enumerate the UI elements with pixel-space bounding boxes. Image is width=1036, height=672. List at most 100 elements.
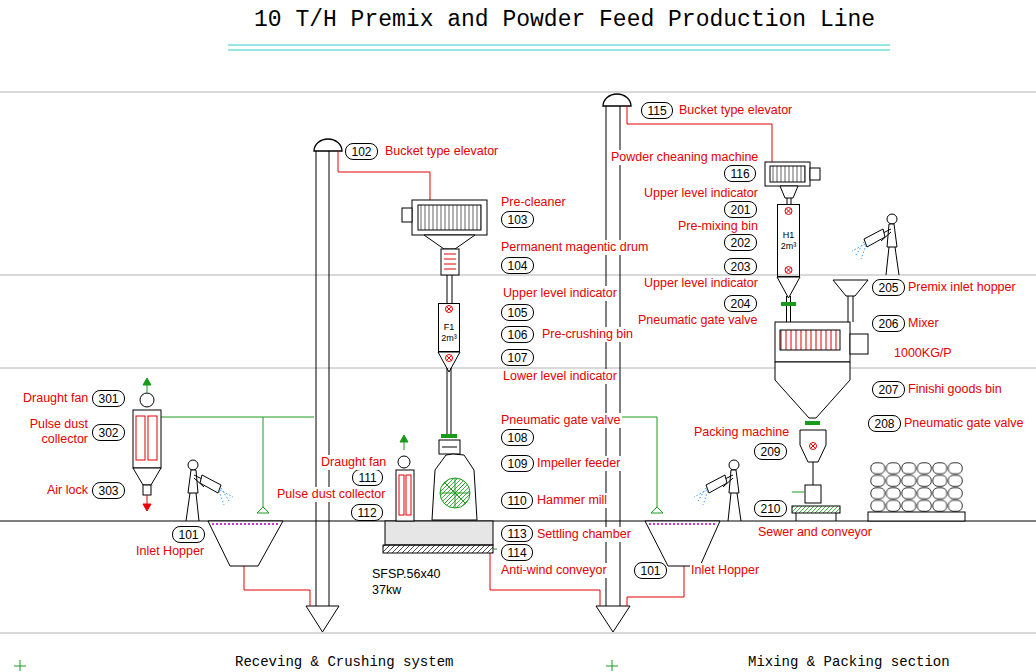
air-lock [143,504,151,511]
level-indicator [786,209,791,214]
pre-cleaner [412,200,487,235]
powder-cleaner [770,166,805,182]
level-indicator [446,355,453,362]
material-flow [244,566,310,606]
finished-goods-bin [775,362,850,418]
sewing-conveyor [792,492,840,521]
bin-label: 2m³ [781,241,797,252]
pulse-dust-collector [406,475,411,515]
callout-number-text: 113 [507,527,526,541]
inlet-hopper [645,521,720,566]
part-name: Impeller feeder [536,456,621,471]
part-name: Powder cheaning machine [610,150,759,165]
callout-number-text: 210 [760,502,780,516]
part-name: Upper level indicator [643,276,759,291]
sewing-conveyor [792,506,840,513]
callout-number-text: 206 [878,317,898,331]
draught-fan [398,435,410,468]
callout-number: 206Mixer [872,315,905,332]
bucket-elevator [603,94,631,106]
title-underline [228,49,890,50]
callout-number-text: 105 [507,306,527,320]
callout-number: 101Inlet Hopper [172,526,205,543]
callout-number-text: 208 [874,417,894,431]
callout-number-text: 110 [507,494,526,508]
callout-number-text: 204 [730,297,750,311]
pulse-dust-collector [133,468,161,485]
part-name: Draught fan [22,391,89,406]
premix-hopper [833,280,868,296]
callout-number: 102Bucket type elevator [345,143,378,160]
callout-number-text: 112 [357,506,376,520]
gate-valve [805,421,820,425]
callout-number-text: 116 [730,167,749,181]
callout-number: 113Settling chamber [501,525,533,542]
inlet-hopper [208,521,283,566]
part-name: Bucket type elevator [384,144,499,159]
mixer [775,322,850,362]
pre-cleaner [402,200,487,249]
premix-hopper [848,296,853,322]
grid-line [0,633,1036,634]
air-lock [143,485,151,495]
impeller-feeder [439,440,460,454]
mixer [775,322,868,362]
sewing-conveyor [792,492,804,493]
bin-cone [777,277,800,298]
worker-figure [186,460,233,521]
material-flow [490,553,600,606]
pulse-dust-collector [136,416,145,460]
callout-number: 104Permanent magentic drum [501,257,534,274]
callout-number: 209Packing machine [754,443,787,460]
callout-number-text: 202 [730,236,750,250]
dust-duct [257,507,269,513]
powder-cleaner [810,168,820,180]
settling-chamber [493,549,497,550]
callout-number-text: 101 [178,528,198,542]
bucket-elevator [316,151,329,606]
part-name: Mixer [907,316,940,331]
level-indicator [785,208,792,215]
bin-label: H1 [783,230,795,241]
callout-number: 201Upper level indicator [724,201,757,218]
part-name: Anti-wind conveyor [500,563,608,578]
callout-number: 110Hammer mill [501,492,533,509]
magnetic-drum [441,249,459,275]
callout-number-text: 109 [507,457,527,471]
settling-chamber [383,545,493,553]
callout-number: 107Lower level indicator [501,349,534,366]
part-name: Pneumatic gate valve [637,313,759,328]
level-indicator [446,306,453,313]
premix-hopper [833,280,868,322]
part-name: Pneumatic gate valve [500,413,622,428]
settling-chamber [383,521,497,553]
section-label: Mixing & Packing section [748,654,950,670]
callout-number: 103Pre-cleaner [501,211,534,228]
powder-cleaner [765,162,810,186]
part-name: Packing machine [693,425,790,440]
bin-cone [787,296,791,322]
magnetic-drum [441,249,459,303]
mixer [780,330,840,350]
bucket-elevator [596,94,631,632]
draught-fan [140,393,154,407]
callout-number-text: 102 [351,145,371,159]
part-name: Upper level indicator [502,286,618,301]
bin-label: 2m³ [441,333,457,344]
part-name: Air lock [46,483,89,498]
bin-label: F1 [444,322,455,333]
storage-bin: F12m³ [438,303,460,352]
part-name: Pre-cleaner [500,195,567,210]
part-name: Pulse dust collector [276,487,386,502]
part-name: Lower level indicator [502,369,618,384]
part-name: Finishi goods bin [907,382,1003,397]
draught-fan [140,378,154,407]
section-label: Receving & Crushing system [235,654,453,670]
callout-number: 109Impeller feeder [501,455,534,472]
callout-number-text: 302 [98,426,118,440]
packing-machine [811,444,816,449]
packing-machine [800,430,826,462]
storage-bin: H12m³ [777,204,800,277]
callout-number: 207Finishi goods bin [872,381,905,398]
